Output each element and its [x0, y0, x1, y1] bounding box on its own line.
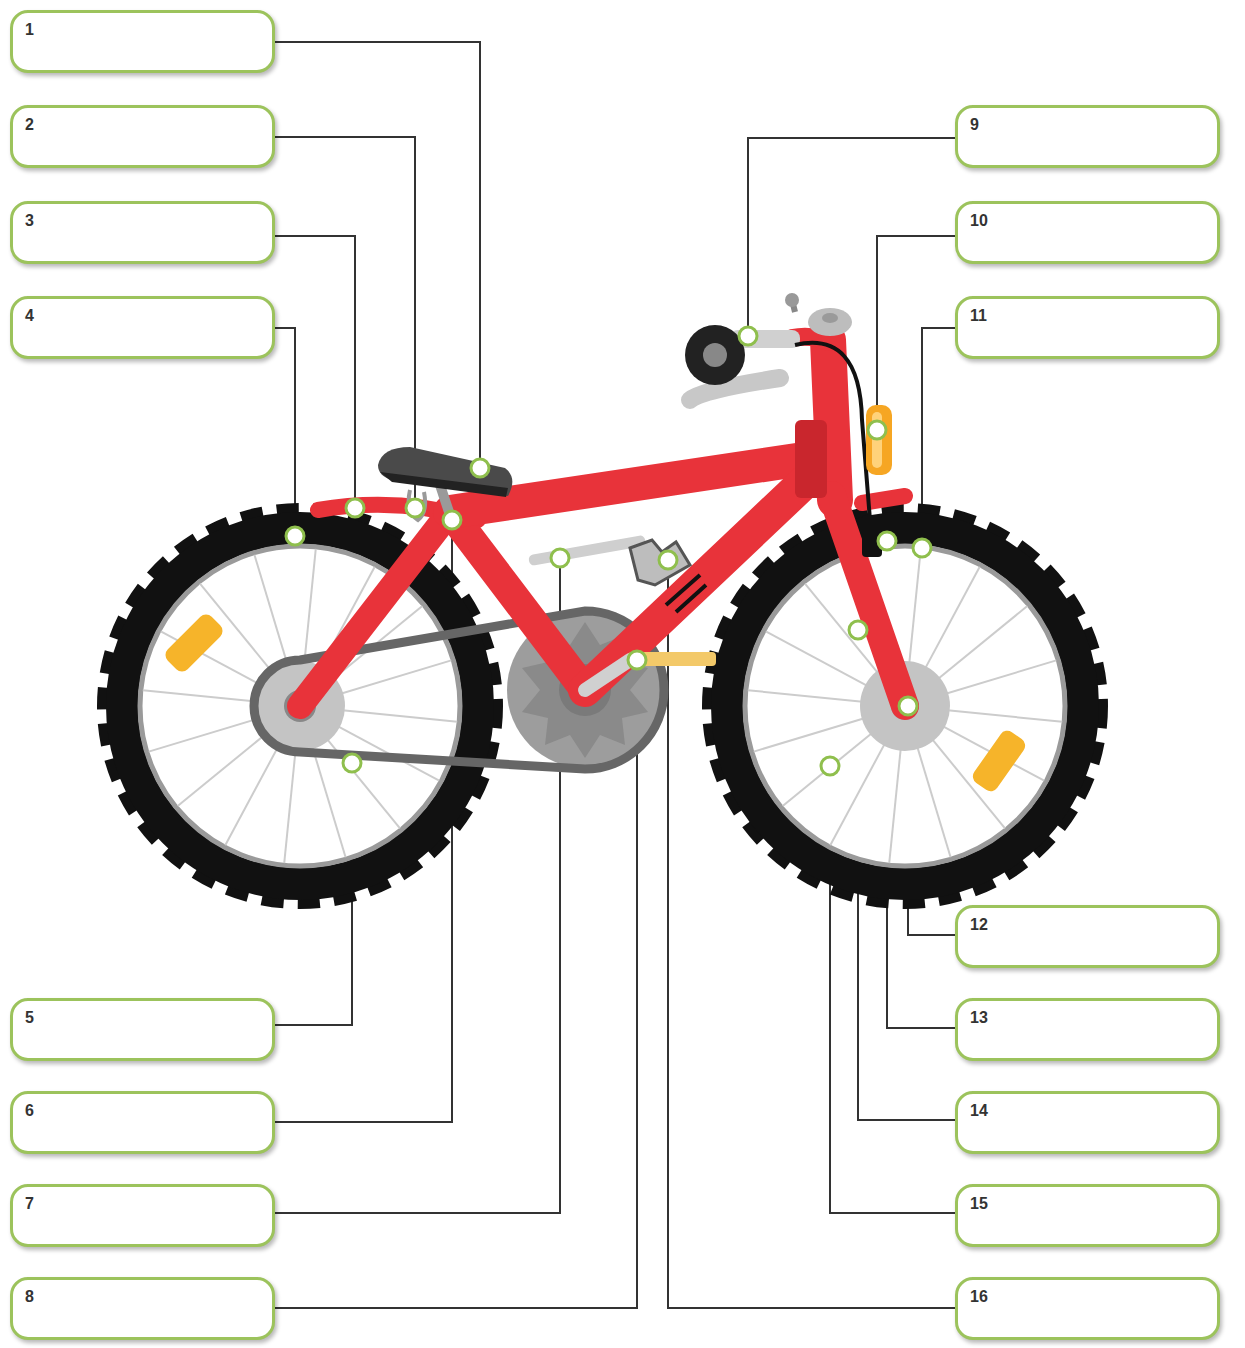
callout-number: 16: [970, 1288, 988, 1306]
front-wheel: [709, 510, 1101, 902]
callout-box: 15: [955, 1184, 1220, 1247]
callout-dot: [443, 511, 461, 529]
callout-box: 12: [955, 905, 1220, 968]
callout-box: 13: [955, 998, 1220, 1061]
rear-wheel: [104, 510, 496, 902]
front-light: [685, 325, 745, 385]
pump: [528, 535, 646, 566]
callout-number: 3: [25, 212, 34, 230]
callout-box: 8: [10, 1277, 275, 1340]
callout-dot: [899, 697, 917, 715]
leader-line: [877, 236, 955, 430]
callout-number: 5: [25, 1009, 34, 1027]
cage-straps: [666, 575, 706, 612]
callout-dot: [849, 621, 867, 639]
callout-number: 6: [25, 1102, 34, 1120]
callout-dot: [739, 327, 757, 345]
callout-dot: [551, 549, 569, 567]
leader-line: [275, 236, 355, 508]
callout-number: 4: [25, 307, 34, 325]
callout-number: 13: [970, 1009, 988, 1027]
bell: [808, 308, 852, 336]
frame: [300, 337, 905, 706]
callout-box: 3: [10, 201, 275, 264]
callout-dot: [878, 532, 896, 550]
callout-number: 10: [970, 212, 988, 230]
saddle-base: [380, 472, 508, 497]
callout-dot: [286, 527, 304, 545]
callout-number: 9: [970, 116, 979, 134]
callout-number: 12: [970, 916, 988, 934]
callout-dot: [868, 421, 886, 439]
callout-box: 7: [10, 1184, 275, 1247]
callout-number: 14: [970, 1102, 988, 1120]
callout-number: 11: [970, 307, 987, 325]
bottle-cage: [630, 540, 690, 585]
callout-number: 7: [25, 1195, 34, 1213]
callout-number: 2: [25, 116, 34, 134]
callout-box: 11: [955, 296, 1220, 359]
callout-box: 2: [10, 105, 275, 168]
callout-number: 1: [25, 21, 34, 39]
callout-box: 14: [955, 1091, 1220, 1154]
callout-dot: [346, 499, 364, 517]
callout-dot: [628, 651, 646, 669]
callout-box: 4: [10, 296, 275, 359]
callout-dot: [659, 551, 677, 569]
saddle: [378, 447, 512, 496]
callout-box: 6: [10, 1091, 275, 1154]
callout-box: 9: [955, 105, 1220, 168]
callout-number: 8: [25, 1288, 34, 1306]
callout-number: 15: [970, 1195, 988, 1213]
callout-dot: [821, 757, 839, 775]
front-reflector: [866, 405, 892, 475]
callout-box: 1: [10, 10, 275, 73]
callout-box: 10: [955, 201, 1220, 264]
crank-arm: [585, 660, 630, 690]
callout-box: 16: [955, 1277, 1220, 1340]
brake-cable: [795, 343, 870, 520]
callout-dot: [343, 754, 361, 772]
leader-line: [275, 42, 480, 468]
callout-dot: [913, 539, 931, 557]
callout-dot: [471, 459, 489, 477]
callout-box: 5: [10, 998, 275, 1061]
callout-points: [286, 327, 931, 775]
callout-dot: [406, 499, 424, 517]
head-block: [795, 420, 827, 498]
